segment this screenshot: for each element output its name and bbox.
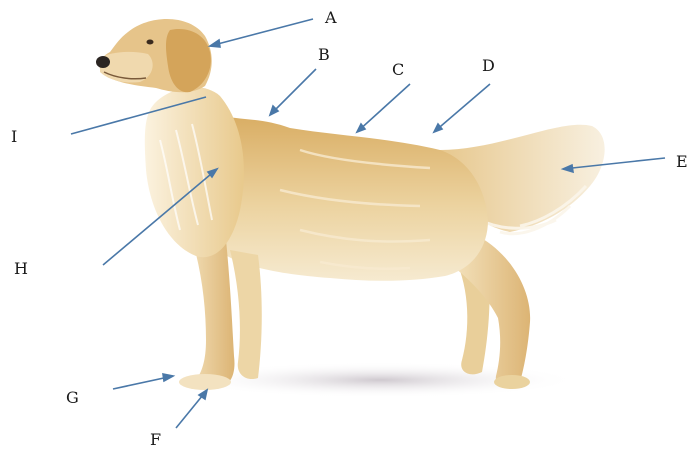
front-paw	[179, 374, 231, 390]
hind-paw	[494, 375, 530, 389]
arrowhead-a	[210, 40, 220, 47]
dog-chest	[145, 87, 244, 257]
front-leg-far	[230, 250, 262, 379]
label-f: F	[150, 432, 161, 448]
label-d: D	[482, 58, 495, 74]
dog-nose	[96, 56, 110, 68]
label-h: H	[14, 261, 28, 277]
label-g: G	[66, 390, 79, 406]
label-e: E	[676, 154, 688, 170]
arrow-b	[270, 69, 316, 115]
arrow-a	[210, 19, 313, 46]
arrow-d	[434, 84, 490, 132]
dog-eye	[147, 40, 154, 45]
label-c: C	[392, 62, 404, 78]
arrowhead-g	[163, 374, 173, 381]
label-b: B	[318, 47, 330, 63]
arrow-c	[357, 84, 410, 132]
label-a: A	[325, 10, 337, 26]
label-i: I	[11, 129, 17, 145]
